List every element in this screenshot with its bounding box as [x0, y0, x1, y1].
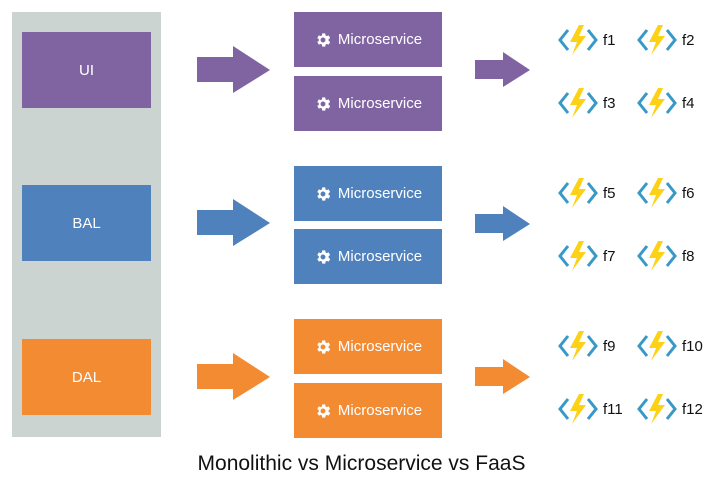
layer-dal: DAL [22, 339, 151, 415]
azure-function-icon [637, 240, 677, 272]
gear-icon [314, 248, 332, 266]
function-item: f2 [637, 24, 695, 56]
microservice-box: Microservice [294, 383, 442, 438]
azure-function-icon [558, 87, 598, 119]
function-label: f2 [682, 31, 695, 49]
azure-function-icon [558, 240, 598, 272]
function-label: f6 [682, 184, 695, 202]
azure-function-icon [637, 393, 677, 425]
function-label: f1 [603, 31, 616, 49]
layer-label: UI [79, 61, 94, 79]
azure-function-icon [637, 330, 677, 362]
function-item: f1 [558, 24, 616, 56]
layer-bal: BAL [22, 185, 151, 261]
microservice-label: Microservice [337, 31, 423, 48]
microservice-box: Microservice [294, 229, 442, 284]
function-item: f4 [637, 87, 695, 119]
function-label: f8 [682, 247, 695, 265]
gear-icon [314, 338, 332, 356]
layer-ui: UI [22, 32, 151, 108]
function-label: f7 [603, 247, 616, 265]
gear-icon [314, 402, 332, 420]
azure-function-icon [558, 177, 598, 209]
function-item: f12 [637, 393, 703, 425]
microservice-label: Microservice [337, 185, 423, 202]
microservice-label: Microservice [337, 248, 423, 265]
function-item: f9 [558, 330, 616, 362]
function-item: f10 [637, 330, 703, 362]
function-label: f12 [682, 400, 703, 418]
function-item: f5 [558, 177, 616, 209]
microservice-label: Microservice [337, 338, 423, 355]
microservice-box: Microservice [294, 166, 442, 221]
function-label: f3 [603, 94, 616, 112]
diagram-title: Monolithic vs Microservice vs FaaS [197, 452, 526, 475]
azure-function-icon [558, 24, 598, 56]
layer-label: BAL [72, 214, 101, 232]
function-label: f11 [603, 400, 623, 418]
function-item: f11 [558, 393, 623, 425]
azure-function-icon [558, 330, 598, 362]
microservice-label: Microservice [337, 95, 423, 112]
gear-icon [314, 95, 332, 113]
microservice-box: Microservice [294, 12, 442, 67]
arrow-right-icon [197, 353, 271, 401]
azure-function-icon [637, 177, 677, 209]
arrow-right-icon [475, 359, 531, 395]
function-item: f7 [558, 240, 616, 272]
azure-function-icon [637, 24, 677, 56]
gear-icon [314, 185, 332, 203]
function-item: f3 [558, 87, 616, 119]
microservice-box: Microservice [294, 319, 442, 374]
function-label: f5 [603, 184, 616, 202]
arrow-right-icon [475, 52, 531, 88]
function-label: f4 [682, 94, 695, 112]
function-item: f6 [637, 177, 695, 209]
microservice-box: Microservice [294, 76, 442, 131]
layer-label: DAL [71, 368, 102, 386]
azure-function-icon [558, 393, 598, 425]
gear-icon [314, 31, 332, 49]
arrow-right-icon [197, 46, 271, 94]
function-item: f8 [637, 240, 695, 272]
arrow-right-icon [475, 206, 531, 242]
microservice-label: Microservice [337, 402, 423, 419]
function-label: f10 [682, 337, 703, 355]
function-label: f9 [603, 337, 616, 355]
arrow-right-icon [197, 199, 271, 247]
azure-function-icon [637, 87, 677, 119]
